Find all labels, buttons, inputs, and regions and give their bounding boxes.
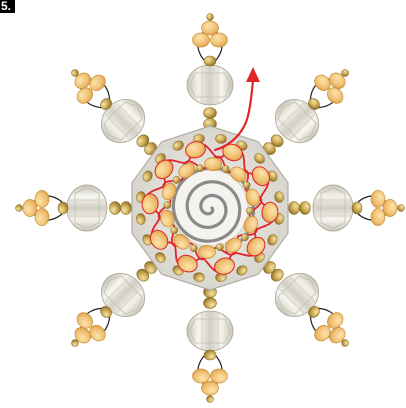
gold-seed-bead <box>197 165 204 172</box>
gold-seed-bead <box>241 234 248 241</box>
crystal-body <box>313 185 353 231</box>
drop-bead <box>35 191 49 208</box>
drop-bead <box>202 21 219 35</box>
drop-bead <box>23 200 37 217</box>
gold-seed-bead <box>164 201 171 208</box>
gold-round-bead <box>207 14 214 21</box>
crystal-arm <box>187 287 233 403</box>
center-component <box>132 126 288 290</box>
gold-round-bead <box>204 298 217 309</box>
crystal-arm <box>56 247 171 362</box>
gold-seed-bead <box>171 227 178 234</box>
crystal-arm <box>289 185 405 231</box>
gold-round-bead <box>300 202 311 215</box>
crystal-body <box>187 65 233 105</box>
drop-bead <box>202 381 219 395</box>
drop-bead <box>193 369 210 383</box>
crystal-arm <box>187 14 233 130</box>
drop-bead <box>371 209 385 226</box>
crystal-bead <box>187 65 233 105</box>
gold-round-bead <box>204 108 217 119</box>
crystal-bead <box>187 311 233 351</box>
gold-seed-bead <box>222 166 229 173</box>
crystal-body <box>187 311 233 351</box>
crystal-arm <box>249 247 364 362</box>
gold-seed-bead <box>190 245 197 252</box>
drop-bead <box>371 191 385 208</box>
gold-round-bead <box>398 205 405 212</box>
gold-round-bead <box>352 202 362 214</box>
exit-arrow-head-icon <box>246 67 260 82</box>
crystal-body <box>67 185 107 231</box>
crystal-bead <box>67 185 107 231</box>
gold-round-bead <box>58 202 68 214</box>
gold-round-bead <box>204 350 216 360</box>
gold-seed-bead <box>246 207 253 214</box>
drop-bead <box>35 209 49 226</box>
gold-round-bead <box>110 202 121 215</box>
gold-round-bead <box>207 396 214 403</box>
drop-bead <box>211 369 228 383</box>
gold-round-bead <box>204 56 216 66</box>
gold-round-bead <box>121 202 132 215</box>
drop-bead <box>383 200 397 217</box>
gold-seed-bead <box>173 176 180 183</box>
crystal-bead <box>313 185 353 231</box>
drop-bead <box>193 33 210 47</box>
gold-round-bead <box>289 202 300 215</box>
drop-bead <box>211 33 228 47</box>
gold-seed-bead <box>243 182 250 189</box>
crystal-arm <box>56 54 171 169</box>
crystal-arm <box>16 185 132 231</box>
crystal-arm <box>249 54 364 169</box>
gold-round-bead <box>16 205 23 212</box>
gold-seed-bead <box>216 244 223 251</box>
